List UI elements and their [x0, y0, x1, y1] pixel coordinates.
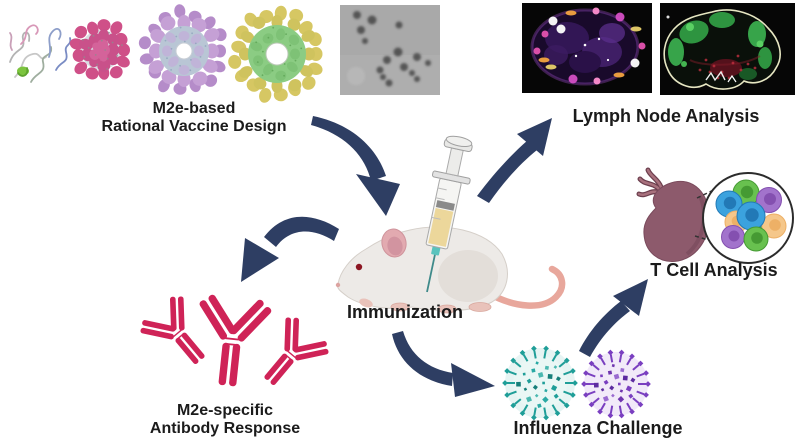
- mouse-eye: [355, 263, 363, 271]
- label-immunization: Immunization: [347, 302, 463, 322]
- label-antibody-response: M2e-specific Antibody Response: [150, 402, 300, 438]
- label-vaccine-design-line1: M2e-based: [152, 100, 236, 117]
- lymph-node-image-green: [660, 3, 795, 95]
- spleen-icon: [636, 167, 710, 262]
- label-influenza-challenge: Influenza Challenge: [513, 418, 683, 438]
- label-t-cell-analysis: T Cell Analysis: [650, 260, 778, 280]
- influenza-virus-teal-icon: [502, 345, 578, 421]
- label-vaccine-design: M2e-based Rational Vaccine Design: [102, 100, 287, 136]
- arrow-mouse-to-influenza: [392, 331, 495, 397]
- label-antibody-line1: M2e-specific: [176, 402, 274, 419]
- nanoparticle-purple-icon: [138, 4, 227, 95]
- syringe-icon: [425, 135, 473, 293]
- antibody-icons: [135, 290, 335, 400]
- workflow-arrows: [241, 116, 648, 397]
- nanoparticle-green-icon: [228, 5, 323, 103]
- em-micrograph: [340, 5, 440, 95]
- arrow-mouse-to-lymph: [477, 118, 552, 203]
- arrow-influenza-to-tcell: [579, 279, 648, 357]
- lymph-node-image-magenta: [522, 3, 652, 93]
- mouse-tail: [484, 265, 566, 309]
- mouse-illustration: [335, 226, 566, 314]
- label-antibody-line2: Antibody Response: [149, 420, 301, 437]
- arrow-mouse-to-antibody: [241, 216, 339, 282]
- label-vaccine-design-line2: Rational Vaccine Design: [101, 118, 287, 135]
- influenza-virus-purple-icon: [581, 349, 651, 419]
- t-cell-cluster-icon: [702, 172, 794, 264]
- protein-ribbon-icon: [9, 24, 72, 83]
- label-lymph-node-analysis: Lymph Node Analysis: [572, 106, 760, 126]
- nanoparticle-pink-icon: [69, 19, 130, 80]
- arrow-design-to-mouse: [311, 116, 400, 216]
